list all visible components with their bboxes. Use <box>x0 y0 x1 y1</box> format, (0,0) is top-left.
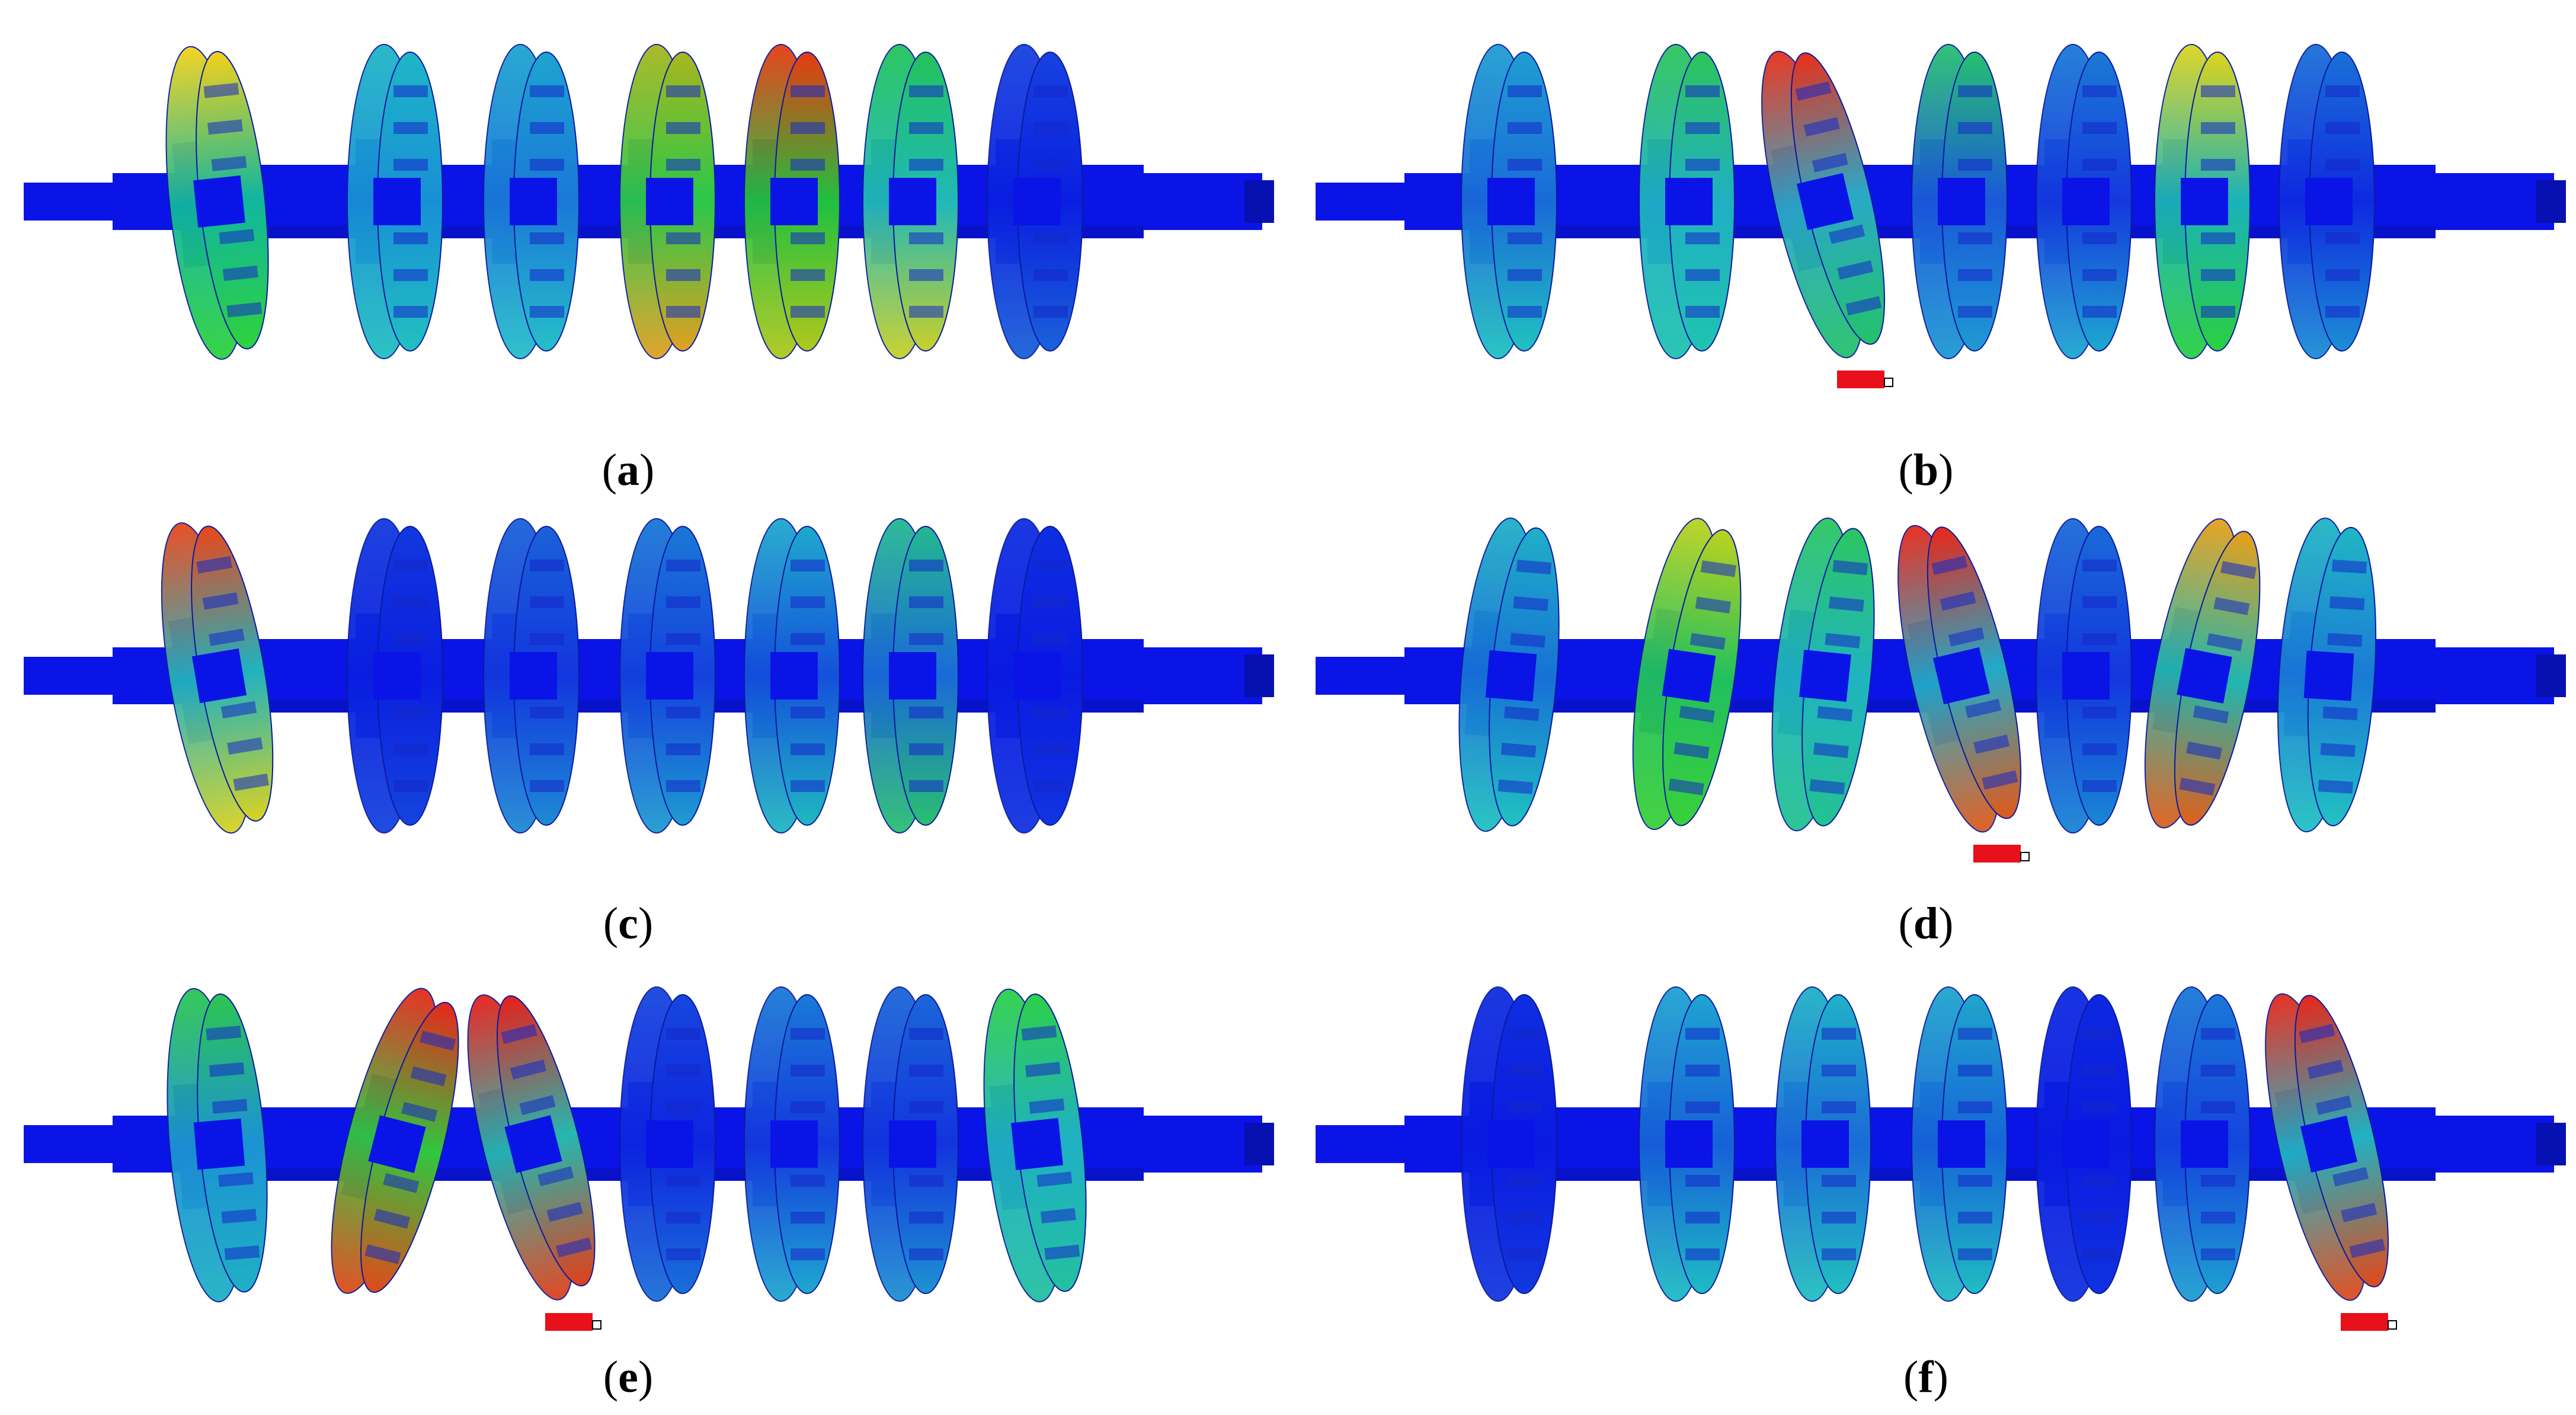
impeller-disk-7 <box>987 44 1083 359</box>
impeller-disk-1 <box>1461 986 1557 1302</box>
rotor-model-d <box>1316 518 2566 863</box>
impeller-disk-2 <box>1639 986 1735 1302</box>
impeller-disk-1 <box>1458 518 1560 832</box>
impeller-disk-4 <box>619 518 716 833</box>
impeller-disk-7 <box>2279 44 2375 359</box>
caption-open-paren: ( <box>1903 1352 1919 1402</box>
caption-label: e <box>618 1352 638 1402</box>
panel-caption-b: (b) <box>1837 445 2015 496</box>
caption-open-paren: ( <box>603 1352 619 1402</box>
impeller-disk-6 <box>2154 986 2251 1302</box>
impeller-disk-2 <box>1639 44 1735 359</box>
panel-b <box>1310 24 2576 439</box>
impeller-disk-2 <box>331 988 459 1294</box>
impeller-disk-5 <box>744 986 840 1302</box>
caption-label: d <box>1913 899 1939 948</box>
impeller-disk-2 <box>347 44 443 359</box>
impeller-disk-4 <box>619 986 716 1302</box>
impeller-disk-3 <box>467 994 596 1301</box>
caption-close-paren: ) <box>638 1352 654 1402</box>
panel-caption-d: (d) <box>1837 898 2015 950</box>
caption-label: c <box>618 899 638 948</box>
caption-label: f <box>1918 1352 1934 1402</box>
caption-close-paren: ) <box>1933 1352 1948 1402</box>
rotor-model-a <box>24 44 1274 360</box>
caption-close-paren: ) <box>639 445 655 495</box>
rotor-model-e <box>24 986 1274 1331</box>
rotor-model-b <box>1316 44 2566 388</box>
impeller-disk-1 <box>167 988 268 1302</box>
impeller-disk-5 <box>2036 986 2132 1302</box>
panel-f <box>1310 966 2576 1381</box>
impeller-disk-6 <box>862 518 959 833</box>
impeller-disk-4 <box>1911 986 2008 1302</box>
impeller-disk-6 <box>2154 44 2251 359</box>
rotor-model-c <box>24 518 1274 834</box>
impeller-disk-6 <box>862 44 959 359</box>
impeller-disk-3 <box>483 44 580 359</box>
impeller-disk-5 <box>2036 44 2132 359</box>
caption-open-paren: ( <box>1898 899 1913 948</box>
impeller-disk-3 <box>483 518 580 833</box>
impeller-disk-4 <box>1911 44 2008 359</box>
panel-caption-c: (c) <box>539 898 717 950</box>
impeller-disk-7 <box>987 518 1083 833</box>
impeller-disk-2 <box>347 518 443 833</box>
impeller-disk-5 <box>744 518 840 833</box>
max-marker <box>545 1313 601 1331</box>
panel-c <box>18 498 1292 913</box>
caption-close-paren: ) <box>1938 899 1954 948</box>
impeller-disk-5 <box>744 44 840 359</box>
panel-caption-f: (f) <box>1837 1352 2015 1403</box>
caption-label: a <box>617 445 639 495</box>
caption-open-paren: ( <box>603 899 619 948</box>
impeller-disk-1 <box>1461 44 1557 359</box>
impeller-disk-7 <box>2265 993 2389 1301</box>
impeller-disk-3 <box>1771 518 1875 832</box>
impeller-disk-1 <box>165 46 269 360</box>
impeller-disk-4 <box>1897 525 2022 833</box>
panel-e <box>18 966 1292 1381</box>
caption-label: b <box>1913 445 1939 495</box>
caption-open-paren: ( <box>601 445 617 495</box>
max-marker <box>1837 370 1893 388</box>
impeller-disk-7 <box>983 988 1087 1302</box>
impeller-disk-3 <box>1761 50 1886 359</box>
panel-caption-e: (e) <box>539 1352 717 1403</box>
rotor-model-f <box>1316 986 2566 1331</box>
caption-open-paren: ( <box>1898 445 1913 495</box>
impeller-disk-1 <box>161 522 274 834</box>
impeller-disk-2 <box>1632 518 1742 831</box>
panel-caption-a: (a) <box>539 445 717 496</box>
caption-close-paren: ) <box>1938 445 1954 495</box>
caption-close-paren: ) <box>638 899 654 948</box>
panel-d <box>1310 498 2576 913</box>
impeller-disk-4 <box>619 44 716 359</box>
impeller-disk-3 <box>1775 986 1871 1302</box>
max-marker <box>2341 1313 2397 1331</box>
impeller-disk-6 <box>862 986 959 1302</box>
panel-a <box>18 24 1292 439</box>
impeller-disk-6 <box>2144 518 2261 829</box>
impeller-disk-7 <box>2277 518 2377 833</box>
impeller-disk-5 <box>2036 518 2132 833</box>
max-marker <box>1973 845 2030 863</box>
